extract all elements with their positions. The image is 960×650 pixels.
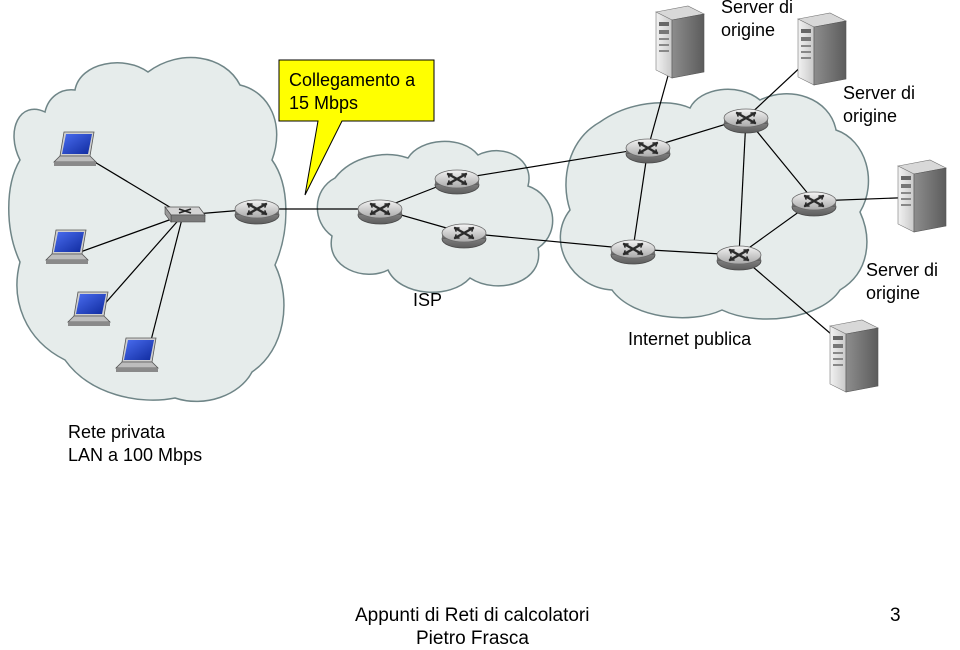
router-internet-4 xyxy=(715,244,763,272)
lan-switch xyxy=(164,206,206,223)
callout-text: Collegamento a 15 Mbps xyxy=(289,70,416,113)
server-label-right-mid: Server di origine xyxy=(866,260,939,303)
page-number: 3 xyxy=(890,605,901,626)
router-isp-2 xyxy=(433,168,481,196)
server-icon-right-top xyxy=(797,12,847,86)
server-icon-bottom xyxy=(829,319,879,393)
server-label-right-top: Server di origine xyxy=(843,83,916,126)
isp-label: ISP xyxy=(413,290,443,310)
router-isp-1 xyxy=(356,198,404,226)
router-isp-3 xyxy=(440,222,488,250)
router-internet-3 xyxy=(609,238,657,266)
internet-label: Internet publica xyxy=(628,329,752,349)
footer-title: Appunti di Reti di calcolatori xyxy=(355,605,590,626)
router-edge-lan xyxy=(233,198,281,226)
server-icon-top xyxy=(655,5,705,79)
callout-bubble xyxy=(278,59,435,196)
router-internet-2 xyxy=(722,107,770,135)
router-internet-1 xyxy=(624,137,672,165)
server-icon-right-mid xyxy=(897,159,947,233)
lan-label: Rete privata LAN a 100 Mbps xyxy=(68,422,203,465)
router-internet-5 xyxy=(790,190,838,218)
footer-author: Pietro Frasca xyxy=(416,628,529,649)
isp-cloud xyxy=(316,140,554,294)
server-label-top: Server di origine xyxy=(721,0,794,40)
